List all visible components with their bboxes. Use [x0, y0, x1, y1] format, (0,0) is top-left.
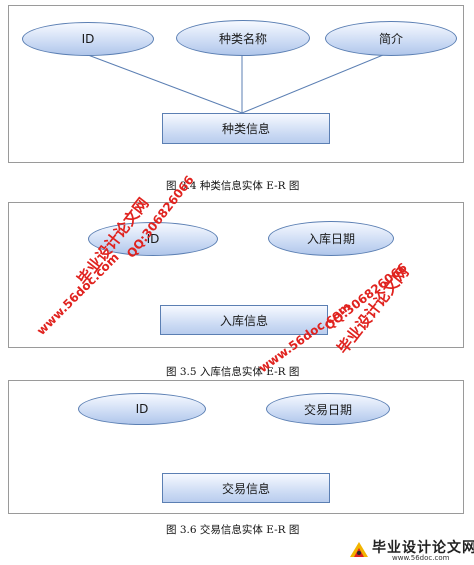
figure-caption-3-4: 图 3.4 种类信息实体 E-R 图 [166, 180, 300, 192]
attribute-ellipse-trade-date: 交易日期 [266, 393, 390, 425]
connector-line [241, 54, 384, 114]
entity-box-stock-in: 入库信息 [160, 305, 328, 335]
attribute-ellipse-category-name: 种类名称 [176, 20, 310, 56]
attribute-ellipse-intro: 简介 [325, 21, 457, 56]
logo-mark-icon [350, 542, 368, 557]
figure-caption-3-5: 图 3.5 入库信息实体 E-R 图 [166, 366, 300, 378]
attribute-ellipse-id: ID [88, 222, 218, 256]
connector-line [87, 54, 243, 114]
logo-url: www.56doc.com [392, 554, 450, 562]
attribute-ellipse-id: ID [78, 393, 206, 425]
attribute-ellipse-id: ID [22, 22, 154, 56]
logo-text: 毕业设计论文网 [372, 540, 474, 556]
entity-box-category: 种类信息 [162, 113, 330, 144]
figure-caption-3-6: 图 3.6 交易信息实体 E-R 图 [166, 524, 300, 536]
attribute-ellipse-stock-in-date: 入库日期 [268, 221, 394, 256]
entity-box-trade: 交易信息 [162, 473, 330, 503]
site-logo: 毕业设计论文网 www.56doc.com [348, 535, 474, 563]
